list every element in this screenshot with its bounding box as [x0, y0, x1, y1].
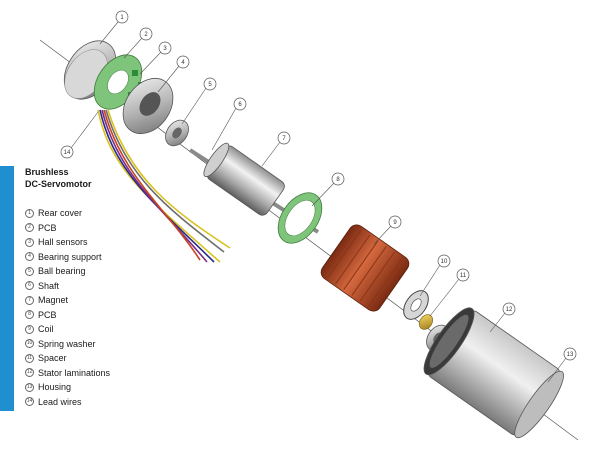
legend-item-housing: 13 Housing — [25, 380, 175, 395]
legend-label-13: Housing — [38, 382, 72, 393]
callout-1: 1 — [120, 15, 124, 21]
front-pcb — [277, 192, 323, 244]
legend-number-3: 3 — [25, 237, 34, 247]
diagram-title: Brushless DC-Servomotor — [25, 167, 92, 189]
callout-8: 8 — [336, 177, 340, 183]
ball-bearing-rear — [165, 119, 189, 147]
callout-4: 4 — [181, 60, 185, 66]
legend-label-6: Shaft — [38, 280, 60, 291]
housing — [423, 307, 564, 439]
legend-label-4: Bearing support — [38, 251, 102, 262]
legend-item-coil: 9 Coil — [25, 322, 175, 337]
callout-6: 6 — [238, 102, 242, 108]
legend-number-14: 14 — [25, 397, 34, 407]
legend-label-5: Ball bearing — [38, 266, 86, 277]
legend-item-shaft: 6 Shaft — [25, 279, 175, 294]
legend-item-stator-laminations: 12 Stator laminations — [25, 366, 175, 381]
sidebar-accent-bar — [0, 166, 14, 411]
legend-number-9: 9 — [25, 324, 34, 334]
legend-label-12: Stator laminations — [38, 367, 111, 378]
legend-number-11: 11 — [25, 353, 34, 363]
legend-label-7: Magnet — [38, 295, 69, 306]
legend-item-pcb-front: 8 PCB — [25, 308, 175, 323]
legend-item-lead-wires: 14 Lead wires — [25, 395, 175, 410]
legend-label-1: Rear cover — [38, 208, 83, 219]
callout-5: 5 — [208, 82, 212, 88]
legend-item-spacer: 11 Spacer — [25, 351, 175, 366]
callout-leaders — [70, 21, 567, 383]
legend-item-rear-cover: 1 Rear cover — [25, 206, 175, 221]
legend-number-5: 5 — [25, 266, 34, 276]
legend-number-12: 12 — [25, 368, 34, 378]
legend-label-14: Lead wires — [38, 396, 82, 407]
legend-number-1: 1 — [25, 208, 34, 218]
callout-13: 13 — [567, 352, 574, 358]
lead-wires — [97, 109, 231, 263]
bearing-support — [122, 77, 174, 135]
legend-label-9: Coil — [38, 324, 54, 335]
legend-number-2: 2 — [25, 223, 34, 233]
legend-label-3: Hall sensors — [38, 237, 88, 248]
callout-14: 14 — [64, 150, 71, 156]
legend-number-10: 10 — [25, 339, 34, 349]
legend-number-13: 13 — [25, 382, 34, 392]
legend-item-spring-washer: 10 Spring washer — [25, 337, 175, 352]
legend-number-6: 6 — [25, 281, 34, 291]
legend-item-bearing-support: 4 Bearing support — [25, 250, 175, 265]
callouts: 1 2 3 4 5 6 7 8 9 10 11 12 13 14 — [60, 10, 577, 361]
legend-number-7: 7 — [25, 295, 34, 305]
legend-label-10: Spring washer — [38, 338, 96, 349]
legend-item-magnet: 7 Magnet — [25, 293, 175, 308]
legend-label-2: PCB — [38, 222, 57, 233]
callout-3: 3 — [163, 46, 167, 52]
callout-9: 9 — [393, 220, 397, 226]
legend-label-8: PCB — [38, 309, 57, 320]
legend-number-4: 4 — [25, 252, 34, 262]
legend-item-pcb: 2 PCB — [25, 221, 175, 236]
legend-item-ball-bearing: 5 Ball bearing — [25, 264, 175, 279]
coil — [320, 224, 410, 312]
callout-11: 11 — [460, 273, 467, 279]
legend-item-hall-sensors: 3 Hall sensors — [25, 235, 175, 250]
callout-10: 10 — [441, 259, 448, 265]
callout-2: 2 — [144, 32, 148, 38]
spring-washer — [403, 290, 429, 320]
callout-12: 12 — [506, 307, 513, 313]
legend-label-11: Spacer — [38, 353, 67, 364]
legend-number-8: 8 — [25, 310, 34, 320]
callout-7: 7 — [282, 136, 286, 142]
